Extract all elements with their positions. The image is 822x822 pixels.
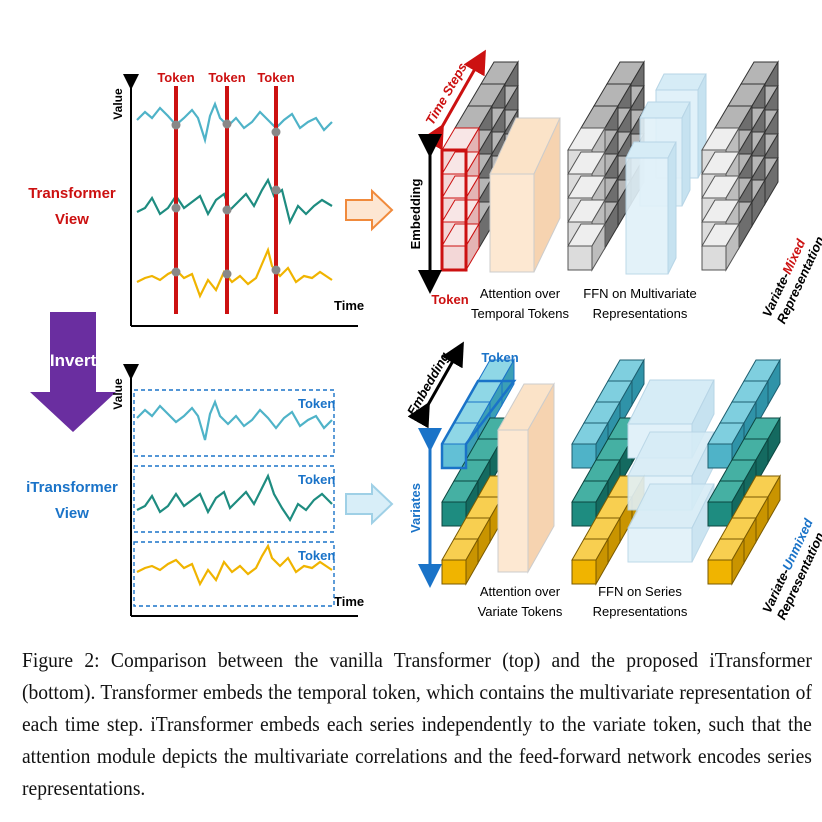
top-representation-label: Variate-Mixed Representation xyxy=(759,234,822,326)
bottom-arrow xyxy=(345,482,394,526)
topMid-cube-front xyxy=(567,245,593,271)
botMid-cube-front xyxy=(571,443,597,469)
bottom-right-stack xyxy=(707,358,781,586)
bottom-token-label-2: Token xyxy=(298,472,335,487)
top-attention-block: Attention over Temporal Tokens xyxy=(471,117,570,321)
variates-label: Variates xyxy=(408,483,423,533)
botEmbed-cube-front xyxy=(441,559,467,585)
topRight-cube-front xyxy=(701,245,727,271)
top-series-blue xyxy=(136,100,333,145)
transformer-view-label: Transformer View xyxy=(28,185,116,228)
bottom-series-yellow xyxy=(136,543,333,587)
bottom-embedding-label: Embedding xyxy=(404,349,452,418)
bottom-token-label-3: Token xyxy=(298,548,335,563)
top-right-stack xyxy=(701,60,779,272)
bottom-representation-label: Variate-Unmixed Representation xyxy=(759,515,822,622)
top-arrow xyxy=(345,188,394,232)
botRight-cube-front xyxy=(707,559,733,585)
top-embedding-label: Embedding xyxy=(408,179,423,250)
bottom-token-label-1: Token xyxy=(298,396,335,411)
topEmbed-cube-front xyxy=(441,245,467,271)
top-token-label-3: Token xyxy=(257,70,294,85)
top-token-label-2: Token xyxy=(208,70,245,85)
botRight-cube-front xyxy=(707,501,733,527)
top-token-label-1: Token xyxy=(157,70,194,85)
bottom-series-teal xyxy=(136,473,333,523)
bottom-stage2-line2: Representations xyxy=(593,604,688,619)
top-token-lines: Token Token Token xyxy=(157,70,295,314)
bottom-middle-stack xyxy=(571,358,645,586)
itransformer-view-label: iTransformer View xyxy=(26,479,118,522)
top-axis-x-label: Time xyxy=(334,298,364,313)
figure-diagram: Transformer View Value Time Token Token … xyxy=(26,49,822,622)
top-ffn-blocks: FFN on Multivariate Representations xyxy=(583,73,707,321)
invert-label: Invert xyxy=(50,351,97,370)
transformer-label-line1: Transformer xyxy=(28,185,116,202)
top-stage2-line1: FFN on Multivariate xyxy=(583,286,696,301)
bottom-token-top-label: Token xyxy=(481,350,518,365)
top-stage2-line2: Representations xyxy=(593,306,688,321)
botMid-cube-front xyxy=(571,559,597,585)
bottom-axis-y-label: Value xyxy=(111,378,125,410)
itransformer-label-line2: View xyxy=(55,505,89,522)
top-axis-y-label: Value xyxy=(111,88,125,120)
bottom-attention-block: Attention over Variate Tokens xyxy=(478,382,563,619)
bottom-stage1-line1: Attention over xyxy=(480,584,561,599)
top-series xyxy=(136,100,333,299)
invert-arrow: Invert xyxy=(30,312,116,432)
botEmbed-cube-front xyxy=(441,501,467,527)
transformer-label-line2: View xyxy=(55,211,89,228)
bottom-token-boxes xyxy=(133,389,335,607)
bottom-stage1-line2: Variate Tokens xyxy=(478,604,563,619)
top-stage1-line1: Attention over xyxy=(480,286,561,301)
bottom-token-highlight xyxy=(440,379,517,470)
itransformer-label-line1: iTransformer xyxy=(26,479,118,496)
bottom-stage2-line1: FFN on Series xyxy=(598,584,682,599)
top-series-yellow xyxy=(136,246,333,299)
top-series-teal xyxy=(136,177,333,226)
bottom-series xyxy=(136,398,333,587)
bottom-plot-axes: Value Time xyxy=(111,364,364,617)
bottom-series-blue xyxy=(136,398,333,441)
botEmbed-cube-front xyxy=(441,443,467,469)
bottom-token-labels: Token Token Token xyxy=(298,396,335,563)
top-plot-axes: Value Time xyxy=(111,74,364,327)
top-token-under-label: Token xyxy=(431,292,468,307)
top-stage1-line2: Temporal Tokens xyxy=(471,306,570,321)
bottom-axis-x-label: Time xyxy=(334,594,364,609)
botMid-cube-front xyxy=(571,501,597,527)
botRight-cube-front xyxy=(707,443,733,469)
top-embedding-indicator: Embedding Token xyxy=(408,134,469,307)
figure-caption: Figure 2: Comparison between the vanilla… xyxy=(22,648,812,800)
